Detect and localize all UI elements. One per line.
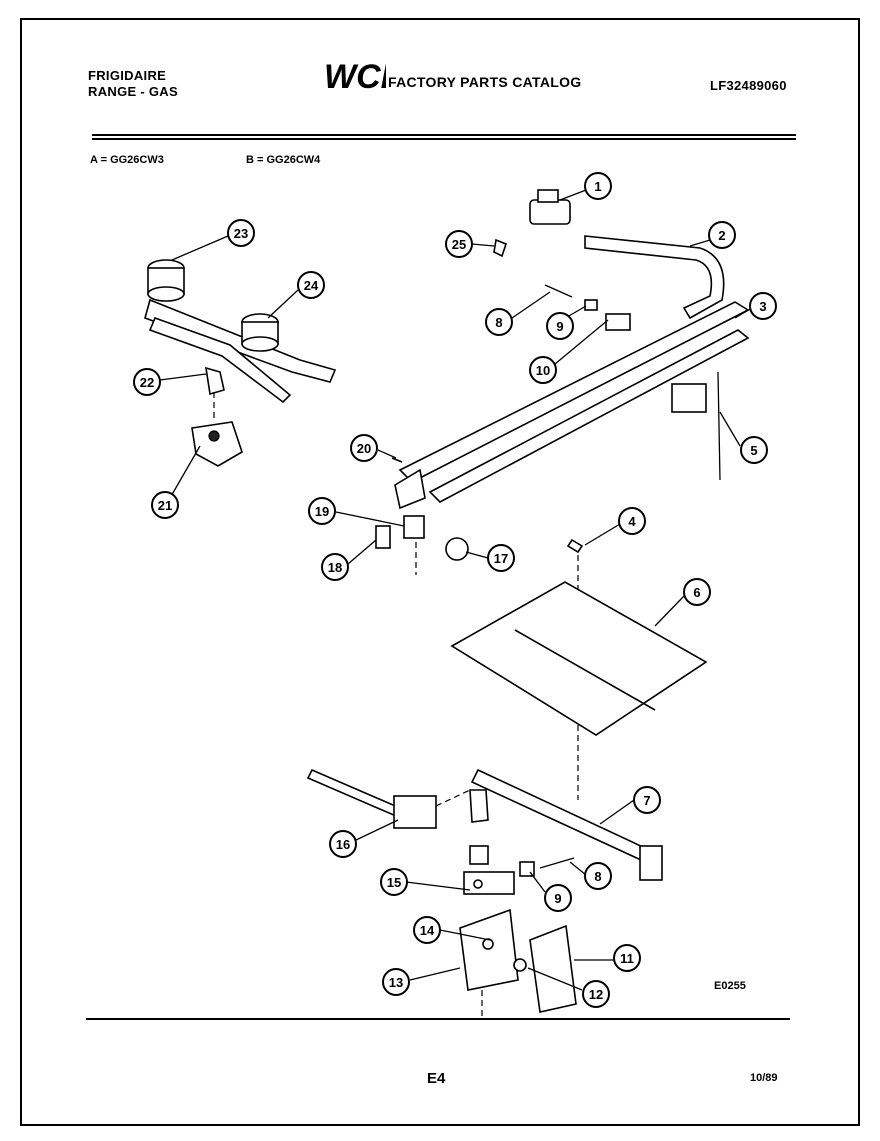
callout-4: 4 — [618, 507, 646, 535]
burner-baffle — [450, 538, 708, 800]
callout-20: 20 — [350, 434, 378, 462]
burner-assembly — [144, 259, 337, 404]
callout-label: 7 — [643, 793, 650, 808]
callout-3: 3 — [749, 292, 777, 320]
model-b-label: B = GG26CW4 — [246, 154, 321, 166]
product-type: RANGE - GAS — [88, 84, 178, 99]
brand-block: FRIGIDAIRE RANGE - GAS — [88, 68, 178, 100]
callout-label: 13 — [389, 975, 403, 990]
callout-label: 19 — [315, 504, 329, 519]
callout-12: 12 — [582, 980, 610, 1008]
oven-thermostat — [671, 371, 721, 481]
callout-label: 9 — [556, 319, 563, 334]
callout-6: 6 — [683, 578, 711, 606]
callout-7: 7 — [633, 786, 661, 814]
callout-label: 24 — [304, 278, 319, 293]
oven-burner — [306, 768, 663, 881]
callout-label: 9 — [554, 891, 561, 906]
callout-label: 11 — [620, 951, 634, 966]
callout-label: 18 — [328, 560, 342, 575]
callout-label: 3 — [759, 299, 766, 314]
callout-label: 5 — [750, 443, 757, 458]
callout-9-lower: 9 — [544, 884, 572, 912]
catalog-number: LF32489060 — [710, 78, 787, 93]
logo-text: WCI — [324, 58, 386, 94]
callout-19: 19 — [308, 497, 336, 525]
burner-valve-knob — [375, 457, 469, 575]
brand-name: FRIGIDAIRE — [88, 68, 167, 83]
callout-9: 9 — [546, 312, 574, 340]
callout-11: 11 — [613, 944, 641, 972]
callout-5: 5 — [740, 436, 768, 464]
callout-label: 14 — [420, 923, 435, 938]
callout-label: 1 — [594, 179, 601, 194]
callout-16: 16 — [329, 830, 357, 858]
callout-17: 17 — [487, 544, 515, 572]
callout-21: 21 — [151, 491, 179, 519]
page-frame — [20, 18, 860, 1126]
callout-label: 8 — [495, 315, 502, 330]
callout-label: 6 — [693, 585, 700, 600]
callout-label: 20 — [357, 441, 371, 456]
igniter-bracket — [191, 366, 243, 467]
diagram-reference-code: E0255 — [714, 980, 746, 992]
footer-rule — [86, 1018, 790, 1020]
callout-18: 18 — [321, 553, 349, 581]
callout-label: 16 — [336, 837, 350, 852]
callout-15: 15 — [380, 868, 408, 896]
header-rule — [92, 134, 796, 140]
callout-label: 17 — [494, 551, 508, 566]
callout-8-lower: 8 — [584, 862, 612, 890]
gas-valve-manifold — [529, 189, 725, 320]
callout-24: 24 — [297, 271, 325, 299]
page-number: E4 — [427, 1070, 446, 1087]
callout-label: 15 — [387, 875, 401, 890]
leader-lines — [159, 189, 753, 991]
callout-label: 12 — [589, 987, 603, 1002]
catalog-title: FACTORY PARTS CATALOG — [388, 74, 582, 90]
wci-logo: WCI — [322, 58, 392, 99]
callout-8: 8 — [485, 308, 513, 336]
callout-label: 4 — [628, 514, 636, 529]
callout-label: 25 — [452, 237, 466, 252]
model-a-label: A = GG26CW3 — [90, 154, 164, 166]
catalog-date: 10/89 — [750, 1072, 778, 1084]
callout-label: 22 — [140, 375, 154, 390]
callout-22: 22 — [133, 368, 161, 396]
callout-10: 10 — [529, 356, 557, 384]
callout-25: 25 — [445, 230, 473, 258]
callout-1: 1 — [584, 172, 612, 200]
callout-23: 23 — [227, 219, 255, 247]
callout-label: 2 — [718, 228, 725, 243]
callout-13: 13 — [382, 968, 410, 996]
callout-label: 23 — [234, 226, 248, 241]
callout-label: 10 — [536, 363, 550, 378]
callout-2: 2 — [708, 221, 736, 249]
callout-14: 14 — [413, 916, 441, 944]
callout-label: 8 — [594, 869, 601, 884]
oven-safety-valve — [459, 845, 577, 1018]
callout-label: 21 — [158, 498, 172, 513]
